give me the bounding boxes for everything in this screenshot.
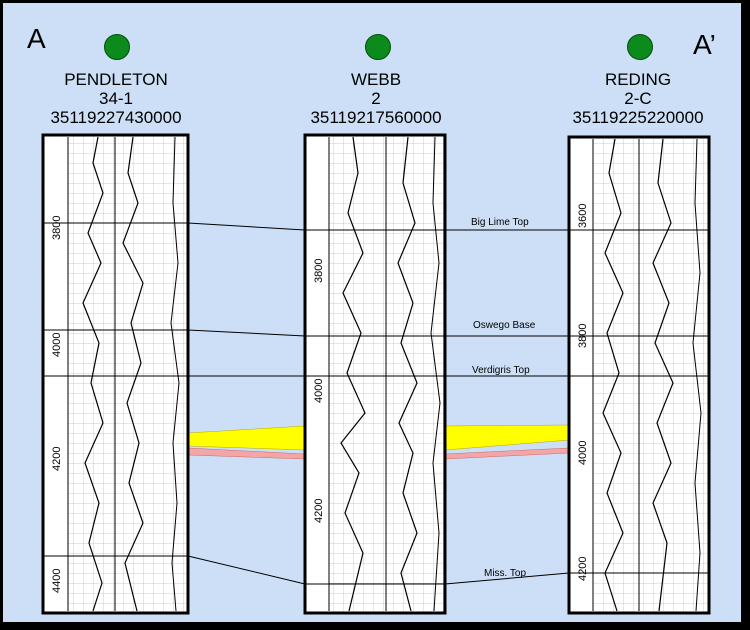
formation-top-label: Miss. Top: [484, 568, 526, 579]
well-log-webb: [303, 133, 447, 615]
depth-label: 3800: [51, 216, 63, 240]
well-api: 35119217560000: [310, 108, 442, 127]
well-number: 2: [371, 89, 381, 108]
well-header-reding: REDING 2-C 35119225220000: [538, 70, 738, 127]
well-marker-reding: [627, 34, 653, 60]
formation-top-verdigris: Verdigris Top: [43, 365, 709, 377]
formation-top-miss: Miss. Top: [43, 555, 709, 585]
well-log-reding: [567, 135, 711, 615]
formation-top-label: Oswego Base: [473, 320, 536, 331]
depth-label: 4000: [51, 333, 63, 357]
depth-label: 4400: [51, 569, 63, 593]
well-marker-pendleton: [104, 34, 130, 60]
depth-label: 4200: [313, 499, 325, 523]
section-end-label: A’: [693, 29, 716, 60]
formation-top-label: Big Lime Top: [471, 217, 529, 228]
well-marker-webb: [365, 34, 391, 60]
depth-label: 4200: [577, 557, 589, 581]
well-header-webb: WEBB 2 35119217560000: [276, 70, 476, 127]
well-name: WEBB: [350, 70, 402, 89]
formation-top-label: Verdigris Top: [472, 365, 530, 376]
depth-label: 4000: [313, 379, 325, 403]
formation-top-oswego-base: Oswego Base: [43, 320, 709, 337]
log-correlation-svg: Big Lime Top Oswego Base Verdigris Top M…: [41, 133, 711, 615]
section-start-label: A: [27, 23, 46, 54]
depth-label: 4200: [51, 447, 63, 471]
well-api: 35119225220000: [572, 108, 704, 127]
well-name: REDING: [604, 70, 672, 89]
depth-label: 3600: [577, 204, 589, 228]
depth-label: 4000: [577, 441, 589, 465]
depth-label: 3800: [313, 259, 325, 283]
well-api: 35119227430000: [50, 108, 182, 127]
well-name: PENDLETON: [64, 70, 168, 89]
depth-label: 3800: [577, 324, 589, 348]
formation-top-big-lime: Big Lime Top: [43, 217, 709, 231]
well-header-pendleton: PENDLETON 34-1 35119227430000: [16, 70, 216, 127]
well-number: 2-C: [624, 89, 652, 108]
well-number: 34-1: [98, 89, 134, 108]
well-log-pendleton: [41, 133, 190, 615]
